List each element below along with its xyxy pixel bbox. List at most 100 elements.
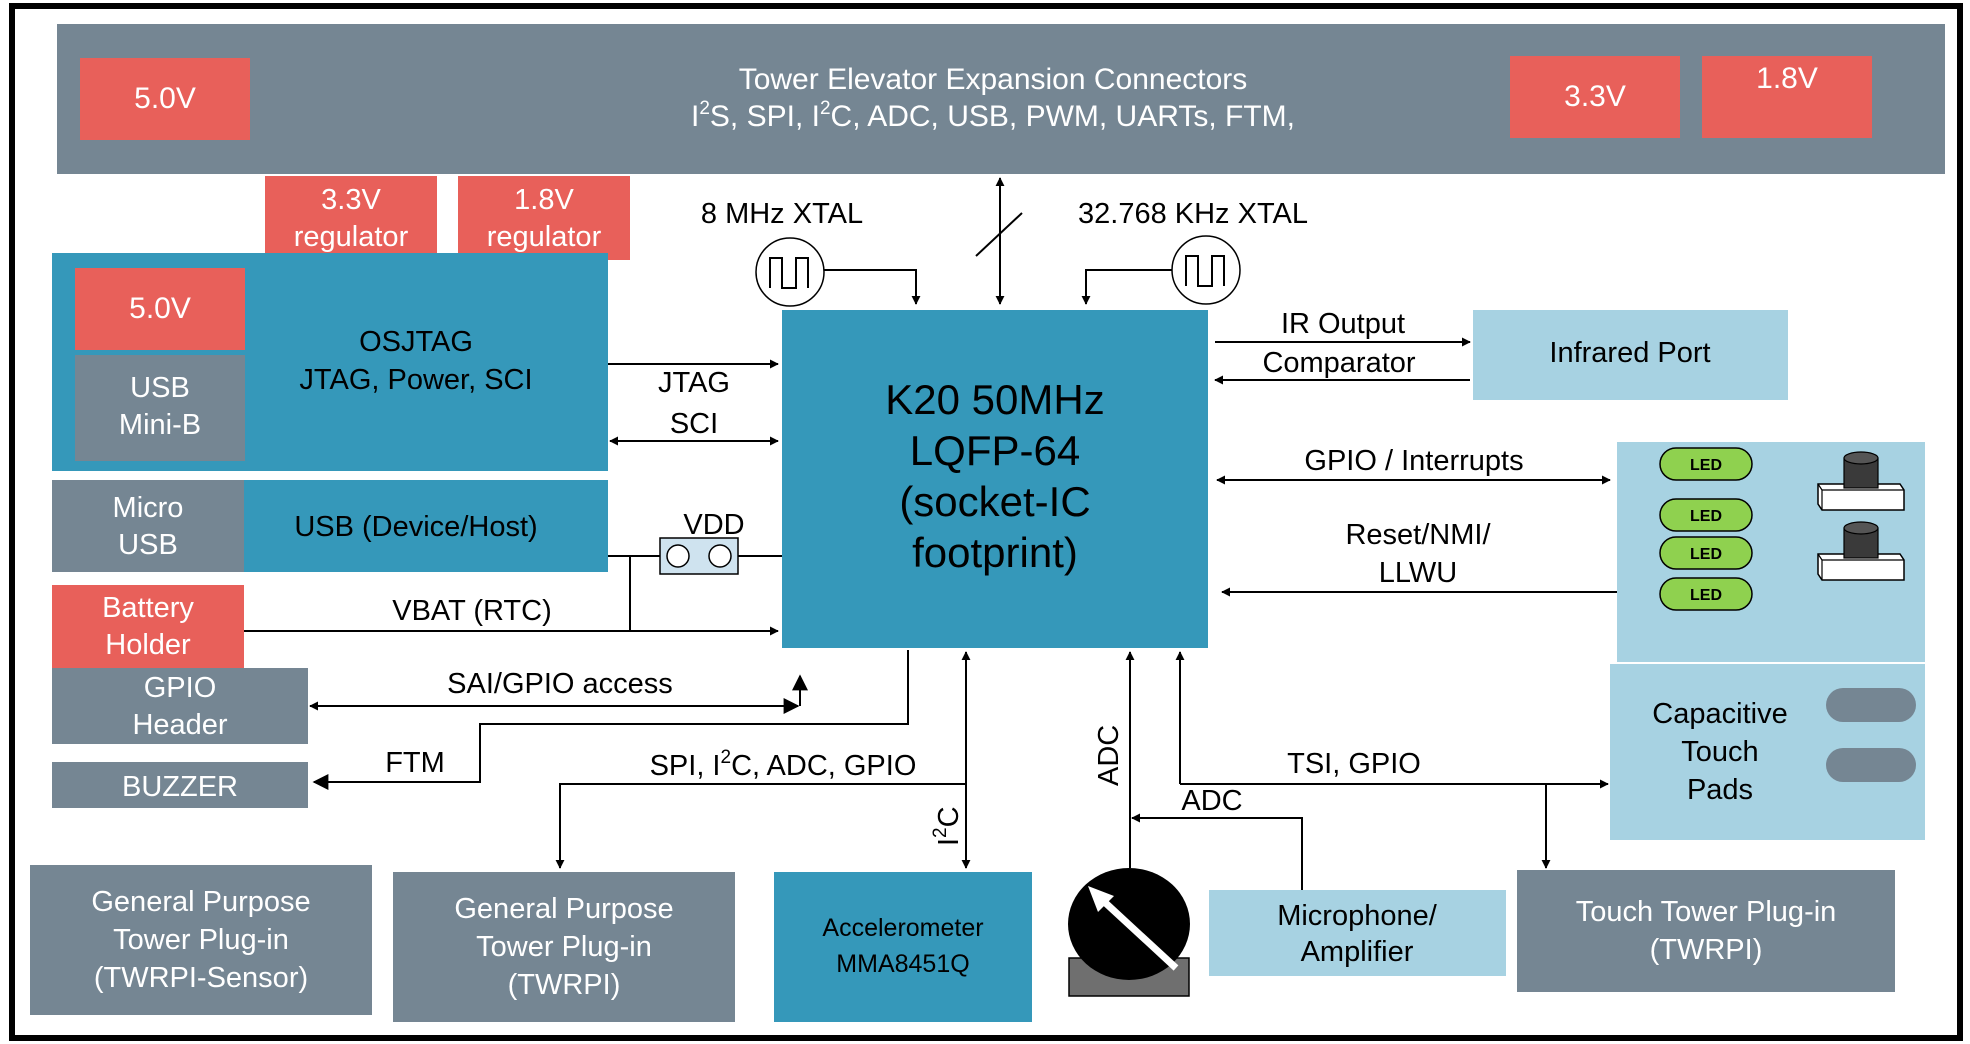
jtag-label: JTAG bbox=[658, 367, 730, 399]
ftm-label: FTM bbox=[385, 747, 445, 779]
tower-buses: I2S, SPI, I2C, ADC, USB, PWM, UARTs, FTM… bbox=[691, 98, 1295, 133]
adc-mic-label: ADC bbox=[1181, 785, 1242, 817]
microphone-amplifier bbox=[1209, 890, 1506, 976]
vbat-vdd-link bbox=[629, 555, 660, 631]
mcu-line3: (socket-IC bbox=[899, 478, 1090, 525]
sai-gpio-label: SAI/GPIO access bbox=[447, 668, 673, 700]
spi-bus-label: SPI, I2C, ADC, GPIO bbox=[650, 747, 917, 782]
osjtag-title: OSJTAG bbox=[359, 326, 473, 358]
crystal-32khz-icon bbox=[1171, 235, 1241, 305]
gpio-interrupts-label: GPIO / Interrupts bbox=[1304, 445, 1523, 477]
plugin-gp-line2: Tower Plug-in bbox=[476, 931, 652, 963]
usb-mini-b-line1: USB bbox=[130, 372, 190, 404]
plugin-gp-line3: (TWRPI) bbox=[508, 969, 621, 1001]
touch-pad-1[interactable] bbox=[1826, 688, 1916, 722]
potentiometer-icon[interactable] bbox=[1068, 868, 1190, 997]
gpio-header bbox=[52, 668, 308, 744]
tower-5v-badge bbox=[80, 58, 250, 140]
adc-mic-arrow bbox=[1131, 813, 1303, 890]
usb-mini-b[interactable] bbox=[75, 355, 245, 461]
xtal-8mhz-line bbox=[824, 269, 921, 305]
touch-pads-line2: Touch bbox=[1681, 736, 1758, 768]
adc-vertical-label: ADC bbox=[1093, 725, 1125, 786]
osjtag-5v-label: 5.0V bbox=[129, 292, 191, 325]
plugin-sensor-line1: General Purpose bbox=[91, 886, 310, 918]
mcu-k20 bbox=[782, 310, 1208, 648]
touch-pad-2[interactable] bbox=[1826, 748, 1916, 782]
plugin-gp-line1: General Purpose bbox=[454, 893, 673, 925]
led-4: LED bbox=[1659, 577, 1753, 611]
spi-bus-arrow bbox=[555, 783, 966, 869]
reset-line2: LLWU bbox=[1379, 557, 1457, 589]
accelerometer-line1: Accelerometer bbox=[822, 914, 983, 942]
microphone-line2: Amplifier bbox=[1301, 936, 1414, 968]
micro-usb-line2: USB bbox=[118, 529, 178, 561]
plugin-twrpi bbox=[393, 872, 735, 1022]
infrared-port bbox=[1473, 310, 1788, 400]
crystal-8mhz-icon bbox=[755, 237, 825, 307]
tsi-label: TSI, GPIO bbox=[1287, 748, 1421, 780]
vdd-jumper-icon bbox=[659, 537, 739, 575]
microphone-line1: Microphone/ bbox=[1277, 900, 1438, 932]
buzzer-label: BUZZER bbox=[122, 771, 238, 803]
buzzer bbox=[52, 762, 308, 808]
battery-line1: Battery bbox=[102, 592, 194, 624]
micro-usb-line1: Micro bbox=[113, 492, 184, 524]
tower-3v3-label: 3.3V bbox=[1564, 80, 1626, 113]
led-4-label: LED bbox=[1690, 587, 1722, 604]
infrared-label: Infrared Port bbox=[1549, 337, 1710, 369]
tower-1v8-label: 1.8V bbox=[1756, 62, 1818, 95]
page-border bbox=[9, 3, 1963, 1041]
xtal-8mhz-label: 8 MHz XTAL bbox=[701, 198, 863, 230]
bus-slash bbox=[975, 212, 1023, 257]
xtal-32khz-line bbox=[1081, 269, 1172, 305]
led-3: LED bbox=[1659, 536, 1753, 570]
micro-usb-label: USB (Device/Host) bbox=[294, 511, 537, 543]
gpio-header-line1: GPIO bbox=[144, 672, 217, 704]
xtal-32khz-label: 32.768 KHz XTAL bbox=[1078, 198, 1308, 230]
led-3-label: LED bbox=[1690, 546, 1722, 563]
ir-output-label: IR Output bbox=[1281, 308, 1405, 340]
ftm-arrow bbox=[312, 650, 909, 790]
regulator-3v3-line2: regulator bbox=[294, 221, 409, 253]
plugin-twrpi-sensor bbox=[30, 865, 372, 1015]
osjtag-5v-badge bbox=[75, 268, 245, 350]
mcu-line2: LQFP-64 bbox=[910, 427, 1080, 474]
plugin-sensor-line3: (TWRPI-Sensor) bbox=[94, 962, 308, 994]
vdd-label: VDD bbox=[683, 509, 744, 541]
tower-1v8-badge bbox=[1702, 56, 1872, 138]
osjtag-subtitle: JTAG, Power, SCI bbox=[299, 364, 532, 396]
regulator-1v8-line2: regulator bbox=[487, 221, 602, 253]
touch-pads-line1: Capacitive bbox=[1652, 698, 1787, 730]
led-1: LED bbox=[1659, 447, 1753, 481]
led-2-label: LED bbox=[1690, 508, 1722, 525]
regulator-3v3-line1: 3.3V bbox=[321, 184, 381, 216]
tower-title: Tower Elevator Expansion Connectors bbox=[739, 63, 1248, 96]
led-2: LED bbox=[1659, 498, 1753, 532]
mcu-line1: K20 50MHz bbox=[885, 376, 1104, 423]
push-button-2-icon[interactable] bbox=[1817, 521, 1905, 581]
touch-tower-plugin bbox=[1517, 870, 1895, 992]
led-1-label: LED bbox=[1690, 457, 1722, 474]
tower-3v3-badge bbox=[1510, 56, 1680, 138]
battery-line2: Holder bbox=[105, 629, 191, 661]
battery-holder bbox=[52, 585, 244, 669]
accelerometer-line2: MMA8451Q bbox=[836, 950, 969, 978]
regulator-1v8-line1: 1.8V bbox=[514, 184, 574, 216]
regulator-3v3 bbox=[265, 176, 437, 260]
micro-usb-connector[interactable] bbox=[52, 480, 244, 572]
comparator-label: Comparator bbox=[1262, 347, 1415, 379]
tower-5v-label: 5.0V bbox=[134, 82, 196, 115]
touch-plugin-line1: Touch Tower Plug-in bbox=[1576, 896, 1837, 928]
plugin-sensor-line2: Tower Plug-in bbox=[113, 924, 289, 956]
i2c-label: I2C bbox=[930, 806, 965, 846]
touch-pads-line3: Pads bbox=[1687, 774, 1753, 806]
mcu-line4: footprint) bbox=[912, 529, 1078, 576]
touch-plugin-line2: (TWRPI) bbox=[1650, 934, 1763, 966]
push-button-1-icon[interactable] bbox=[1817, 451, 1905, 511]
reset-line1: Reset/NMI/ bbox=[1345, 519, 1491, 551]
usb-mini-b-line2: Mini-B bbox=[119, 409, 201, 441]
regulator-1v8 bbox=[458, 176, 630, 260]
